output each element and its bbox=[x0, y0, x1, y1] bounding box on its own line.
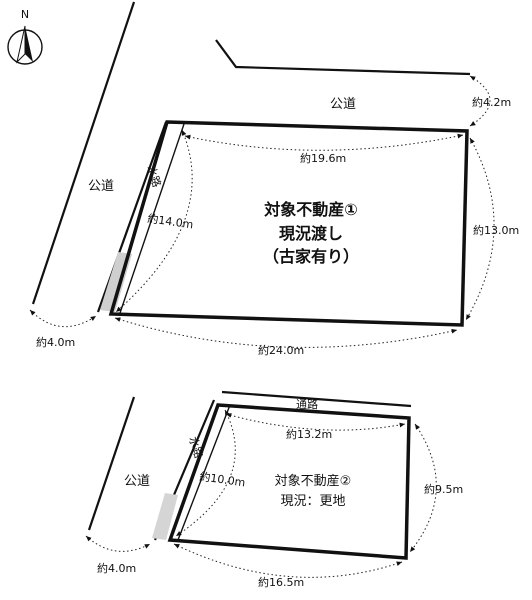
north-arrow-icon: N bbox=[7, 8, 43, 65]
property2-dim-left-label: 約10.0m bbox=[199, 469, 247, 489]
upper-top-road-label: 公道 bbox=[330, 97, 356, 112]
property2-dim-top bbox=[225, 413, 406, 431]
property2-dim-right-label: 約9.5m bbox=[424, 482, 463, 496]
lower-left-road-label: 公道 bbox=[124, 474, 150, 489]
lower-left-road-edge bbox=[87, 396, 136, 531]
property1-status: 現況渡し bbox=[279, 224, 343, 243]
upper-left-road-edge bbox=[31, 1, 136, 305]
lower-waterway-label: 水路 bbox=[186, 435, 205, 460]
north-label: N bbox=[21, 8, 29, 21]
property1-dim-road-left bbox=[29, 309, 97, 328]
property1-road-width-top: 約4.2m bbox=[472, 95, 511, 109]
property1-dim-right-label: 約13.0m bbox=[473, 223, 519, 237]
lower-passage-top-edge bbox=[221, 390, 412, 408]
property1-title: 対象不動産① bbox=[263, 200, 358, 219]
property2-road-width-left: 約4.0m bbox=[97, 561, 136, 575]
property2-title: 対象不動産② bbox=[275, 473, 352, 489]
property2-dim-top-label: 約13.2m bbox=[286, 427, 332, 441]
lower-waterway-gray bbox=[152, 493, 178, 540]
property2-dim-bottom bbox=[173, 543, 403, 578]
upper-top-road-edge bbox=[215, 39, 471, 76]
property1-road-width-left: 約4.0m bbox=[36, 335, 75, 349]
property1-dim-top-label: 約19.6m bbox=[300, 151, 346, 165]
property1-dim-right bbox=[465, 137, 495, 321]
property2-dim-road-left bbox=[85, 535, 151, 552]
property1-status-note: （古家有り） bbox=[263, 247, 359, 266]
property1-dim-left-label: 約14.0m bbox=[147, 211, 195, 231]
upper-left-road-label: 公道 bbox=[88, 179, 114, 194]
property1-dim-bottom bbox=[114, 317, 458, 348]
property2-dim-right bbox=[409, 423, 437, 553]
property2-dim-bottom-label: 約16.5m bbox=[258, 575, 304, 589]
property2-status: 現況：更地 bbox=[280, 494, 345, 509]
property1-dim-top bbox=[184, 133, 464, 151]
property2-dim-left bbox=[175, 409, 236, 537]
upper-waterway-label: 水路 bbox=[144, 164, 163, 189]
property1-dim-road-top bbox=[469, 75, 491, 127]
lower-passage-label: 通路 bbox=[296, 398, 318, 411]
property1-dim-bottom-label: 約24.0m bbox=[258, 343, 304, 357]
